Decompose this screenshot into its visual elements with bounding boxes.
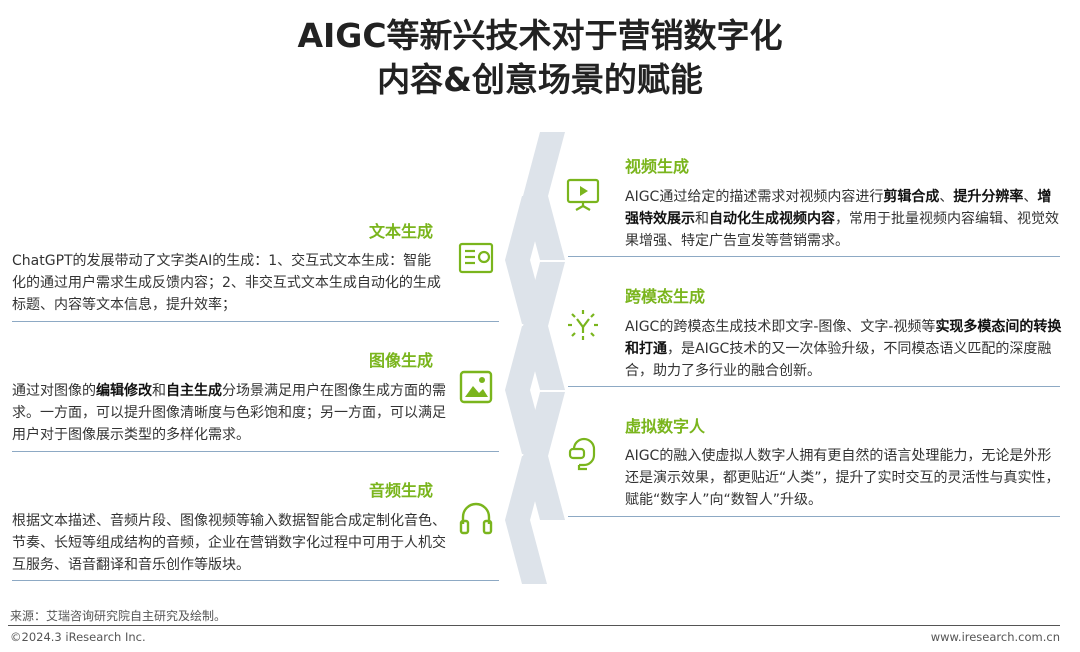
video-generation-heading: 视频生成 [625, 157, 690, 176]
body-text: 、 [1023, 189, 1038, 205]
spine-segment [505, 456, 547, 584]
emphasis-text: 自动化生成视频内容 [709, 211, 835, 227]
text-generation-body: ChatGPT的发展带动了文字类AI的生成：1、交互式文本生成：智能化的通过用户… [12, 250, 442, 316]
emphasis-text: 增强特效展示 [625, 189, 1052, 227]
audio-generation-heading: 音频生成 [369, 481, 434, 500]
audio-generation-rule [12, 580, 499, 581]
spine-segment [505, 196, 547, 324]
body-text: ChatGPT的发展带动了文字类AI的生成：1、交互式文本生成：智能化的通过用户… [12, 253, 441, 313]
document-icon [458, 240, 494, 276]
video-board-icon [565, 177, 601, 213]
body-text: AIGC的融入使虚拟人数字人拥有更自然的语言处理能力，无论是外形还是演示效果，都… [625, 448, 1060, 508]
spine-segment [523, 392, 565, 520]
cross-modal-body: AIGC的跨模态生成技术即文字-图像、文字-视频等实现多模态间的转换和打通，是A… [625, 316, 1065, 382]
headphones-icon [458, 500, 494, 536]
body-text: ，是AIGC技术的又一次体验升级，不同模态语义匹配的深度融合，助力了多行业的融合… [625, 341, 1052, 379]
image-generation-body: 通过对图像的编辑修改和自主生成分场景满足用户在图像生成方面的需求。一方面，可以提… [12, 380, 452, 446]
page-title-line-2: 内容&创意场景的赋能 [377, 60, 703, 99]
body-text: ，常用于批量视频内容编辑、视觉效果增强、特定广告宣发等营销需求。 [625, 211, 1059, 249]
emphasis-text: 剪辑合成 [883, 189, 940, 205]
source-note: 来源：艾瑞咨询研究院自主研究及绘制。 [10, 609, 227, 623]
image-generation-heading: 图像生成 [369, 351, 434, 370]
emphasis-text: 自主生成 [166, 383, 222, 399]
virtual-human-rule [568, 516, 1060, 517]
website-url: www.iresearch.com.cn [930, 630, 1060, 644]
image-icon [458, 369, 494, 405]
emphasis-text: 实现多模态间的转换和打通 [625, 319, 1062, 357]
body-text: 和 [695, 211, 709, 227]
cross-modal-heading: 跨模态生成 [625, 287, 706, 306]
body-text: 和 [152, 383, 166, 399]
body-text: 通过对图像的 [12, 383, 96, 399]
copyright: ©2024.3 iResearch Inc. [10, 630, 146, 644]
page-title-line-1: AIGC等新兴技术对于营销数字化 [297, 16, 783, 55]
spine-segment [523, 132, 565, 260]
audio-generation-body: 根据文本描述、音频片段、图像视频等输入数据智能合成定制化音色、节奏、长短等组成结… [12, 510, 452, 576]
image-generation-rule [12, 451, 499, 452]
virtual-human-body: AIGC的融入使虚拟人数字人拥有更自然的语言处理能力，无论是外形还是演示效果，都… [625, 445, 1065, 511]
body-text: AIGC通过给定的描述需求对视频内容进行 [625, 189, 884, 205]
spine-segment [505, 326, 547, 454]
emphasis-text: 编辑修改 [96, 383, 152, 399]
body-text: 根据文本描述、音频片段、图像视频等输入数据智能合成定制化音色、节奏、长短等组成结… [12, 513, 446, 573]
spine-segment [523, 262, 565, 390]
video-generation-body: AIGC通过给定的描述需求对视频内容进行剪辑合成、提升分辨率、增强特效展示和自动… [625, 186, 1065, 252]
video-generation-rule [568, 256, 1060, 257]
cross-modal-icon [565, 307, 601, 343]
footer-divider [8, 625, 1060, 626]
body-text: 分场景满足用户在图像生成方面的需求。一方面，可以提升图像清晰度与色彩饱和度；另一… [12, 383, 446, 443]
body-text: AIGC的跨模态生成技术即文字-图像、文字-视频等 [625, 319, 936, 335]
text-generation-rule [12, 321, 499, 322]
cross-modal-rule [568, 386, 1060, 387]
page-title: AIGC等新兴技术对于营销数字化 内容&创意场景的赋能 [0, 14, 1080, 102]
virtual-human-heading: 虚拟数字人 [625, 417, 706, 436]
body-text: 、 [939, 189, 954, 205]
text-generation-heading: 文本生成 [369, 222, 434, 241]
virtual-human-icon [565, 435, 601, 471]
emphasis-text: 提升分辨率 [953, 189, 1024, 205]
